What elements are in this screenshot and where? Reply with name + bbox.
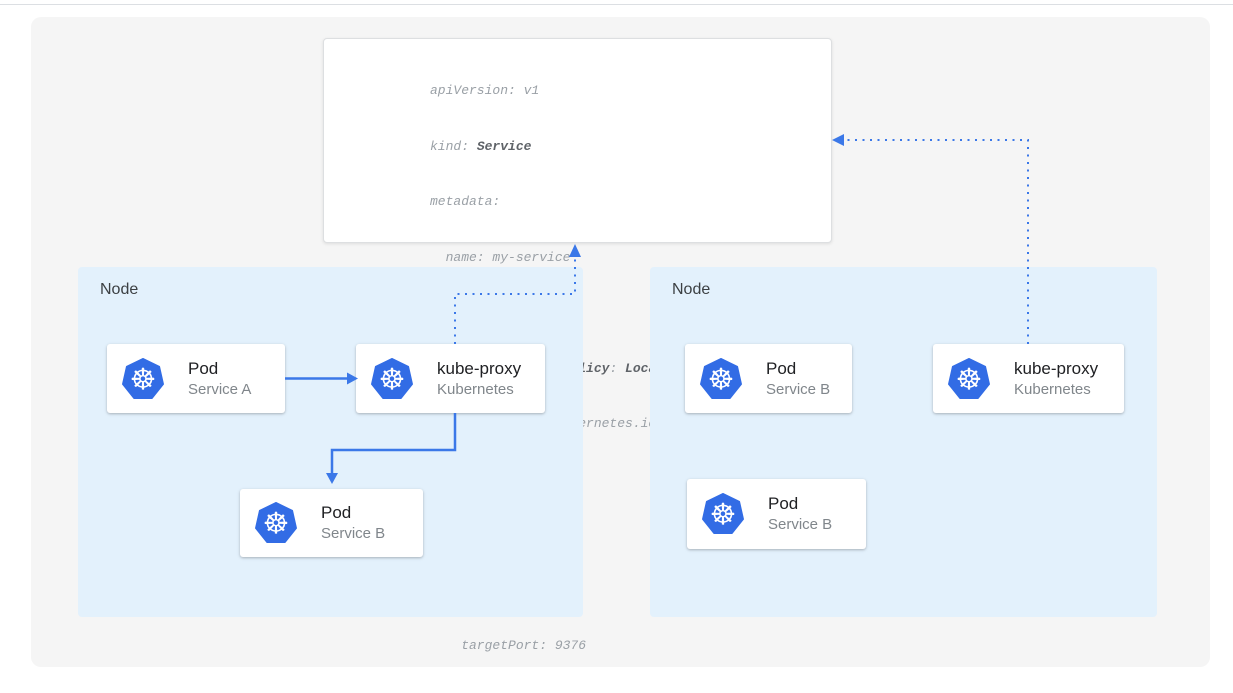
node-right-label: Node xyxy=(672,281,711,298)
card-pod-service-a: ☸ Pod Service A xyxy=(107,344,285,413)
helm-wheel-glyph: ☸ xyxy=(379,362,406,397)
card-title: kube-proxy xyxy=(437,358,522,378)
kubernetes-icon: ☸ xyxy=(122,357,164,399)
node-right: Node ☸ Pod Service B ☸ kube-proxy Kubern… xyxy=(650,267,1157,617)
node-left: Node ☸ Pod Service A ☸ kube-proxy Kubern… xyxy=(78,267,583,617)
helm-wheel-glyph: ☸ xyxy=(710,498,737,533)
card-pod-service-b-right-2: ☸ Pod Service B xyxy=(687,479,866,549)
card-subtitle: Kubernetes xyxy=(437,380,514,398)
card-title: kube-proxy xyxy=(1014,358,1099,378)
card-pod-service-b-left: ☸ Pod Service B xyxy=(240,489,423,557)
kubernetes-icon: ☸ xyxy=(255,502,297,544)
kubernetes-icon: ☸ xyxy=(948,357,990,399)
kubernetes-icon: ☸ xyxy=(700,357,742,399)
kubernetes-icon: ☸ xyxy=(702,493,744,535)
node-left-label: Node xyxy=(100,281,139,298)
helm-wheel-glyph: ☸ xyxy=(263,507,290,542)
service-yaml-card: apiVersion: v1 kind: Service metadata: n… xyxy=(323,38,832,653)
page-top-divider xyxy=(0,4,1233,5)
card-kube-proxy-left: ☸ kube-proxy Kubernetes xyxy=(356,344,545,413)
card-subtitle: Service B xyxy=(768,516,833,533)
card-kube-proxy-right: ☸ kube-proxy Kubernetes xyxy=(933,344,1124,413)
card-title: Pod xyxy=(188,358,219,378)
card-title: Pod xyxy=(766,358,797,378)
card-title: Pod xyxy=(321,503,352,522)
kubernetes-icon: ☸ xyxy=(371,357,413,399)
diagram-panel: apiVersion: v1 kind: Service metadata: n… xyxy=(31,17,1210,667)
card-pod-service-b-right-1: ☸ Pod Service B xyxy=(685,344,852,413)
card-subtitle: Kubernetes xyxy=(1014,380,1091,398)
yaml-line: apiVersion: v1 xyxy=(430,83,540,98)
card-subtitle: Service B xyxy=(766,380,831,398)
card-subtitle: Service B xyxy=(321,525,386,542)
card-subtitle: Service A xyxy=(188,380,252,398)
helm-wheel-glyph: ☸ xyxy=(956,362,983,397)
yaml-line: name: my-service xyxy=(430,249,571,265)
yaml-line: metadata: xyxy=(430,194,501,209)
helm-wheel-glyph: ☸ xyxy=(708,362,735,397)
yaml-line: targetPort: 9376 xyxy=(430,638,587,653)
helm-wheel-glyph: ☸ xyxy=(130,362,157,397)
yaml-line: kind: Service xyxy=(430,138,532,154)
card-title: Pod xyxy=(768,494,799,513)
